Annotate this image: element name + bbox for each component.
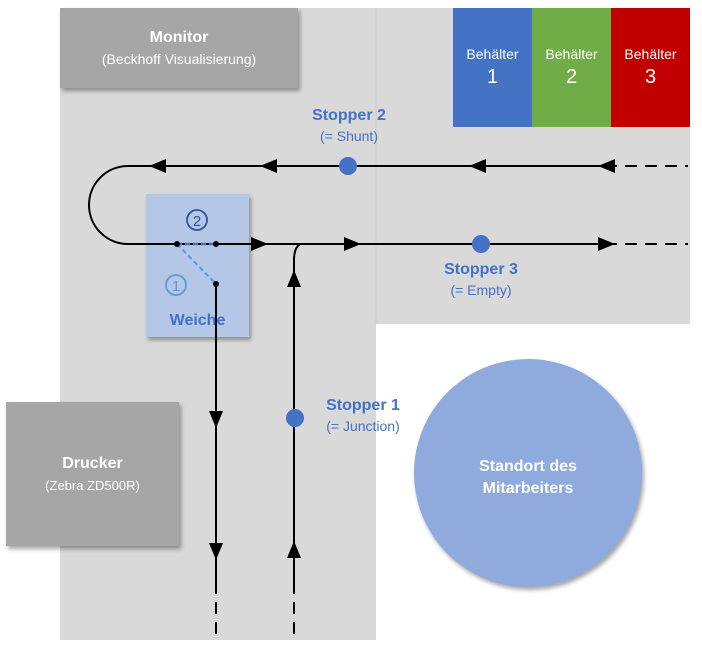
bin-2-number: 2	[565, 66, 578, 88]
monitor-title: Monitor	[149, 29, 209, 46]
monitor-subtitle: (Beckhoff Visualisierung)	[101, 51, 257, 67]
switch-node-left	[174, 241, 180, 247]
arrow-mid-3	[598, 237, 615, 251]
stopper-3-name: Stopper 3	[444, 261, 518, 278]
worker-location-label: Standort des Mitarbeiters	[414, 456, 642, 500]
stopper-2-name: Stopper 2	[312, 107, 386, 124]
stopper-1-label: Stopper 1 (= Junction)	[302, 397, 424, 434]
track-up	[293, 243, 301, 582]
switch-node-right	[213, 241, 219, 247]
stopper-3-point	[472, 235, 490, 253]
printer-subtitle: (Zebra ZD500R)	[45, 478, 140, 493]
switch-position-1-text: 1	[172, 278, 180, 295]
stopper-1-name: Stopper 1	[326, 397, 400, 414]
monitor-block: Monitor (Beckhoff Visualisierung)	[60, 8, 298, 88]
arrow-top-1	[149, 159, 166, 173]
switch-position-2-badge	[186, 209, 208, 231]
printer-block: Drucker (Zebra ZD500R)	[6, 402, 179, 546]
bin-1-label: Behälter	[466, 46, 519, 62]
arrow-top-4	[598, 159, 615, 173]
arrow-up-2	[287, 541, 301, 558]
bin-3: Behälter 3	[611, 8, 690, 127]
stopper-2-label: Stopper 2 (= Shunt)	[288, 107, 410, 144]
stopper-points	[286, 157, 490, 427]
arrow-down-2	[209, 543, 223, 560]
bin-2-label: Behälter	[545, 46, 598, 62]
worker-location-circle	[414, 359, 642, 587]
printer-title: Drucker	[62, 455, 123, 472]
track-lines	[88, 165, 688, 640]
switch-position-1-badge	[165, 274, 187, 296]
switch-position-2-text: 2	[193, 213, 201, 230]
switch-label: Weiche	[169, 312, 226, 329]
bin-3-number: 3	[644, 66, 657, 88]
switch-connectors: 2 1	[165, 209, 219, 296]
stopper-2-role: (= Shunt)	[320, 128, 378, 144]
switch-position-1-path	[176, 243, 217, 285]
worker-location-line2: Mitarbeiters	[482, 480, 574, 497]
bin-2: Behälter 2	[532, 8, 611, 127]
stopper-3-label: Stopper 3 (= Empty)	[420, 261, 542, 298]
track-loop	[88, 165, 150, 245]
arrow-up-1	[287, 270, 301, 287]
arrow-mid-1	[251, 237, 268, 251]
stopper-3-role: (= Empty)	[450, 282, 512, 298]
stopper-1-role: (= Junction)	[326, 418, 400, 434]
bin-3-label: Behälter	[624, 46, 677, 62]
bin-1-number: 1	[486, 66, 499, 88]
stopper-1-point	[286, 409, 304, 427]
bin-1: Behälter 1	[453, 8, 532, 127]
arrow-down-1	[209, 411, 223, 428]
worker-location-line1: Standort des	[479, 458, 577, 475]
arrow-top-2	[260, 159, 277, 173]
arrow-top-3	[469, 159, 486, 173]
arrow-mid-2	[344, 237, 361, 251]
switch-box	[146, 194, 249, 337]
direction-arrows	[149, 159, 615, 560]
stopper-2-point	[339, 157, 357, 175]
switch-node-bottom	[213, 281, 219, 287]
